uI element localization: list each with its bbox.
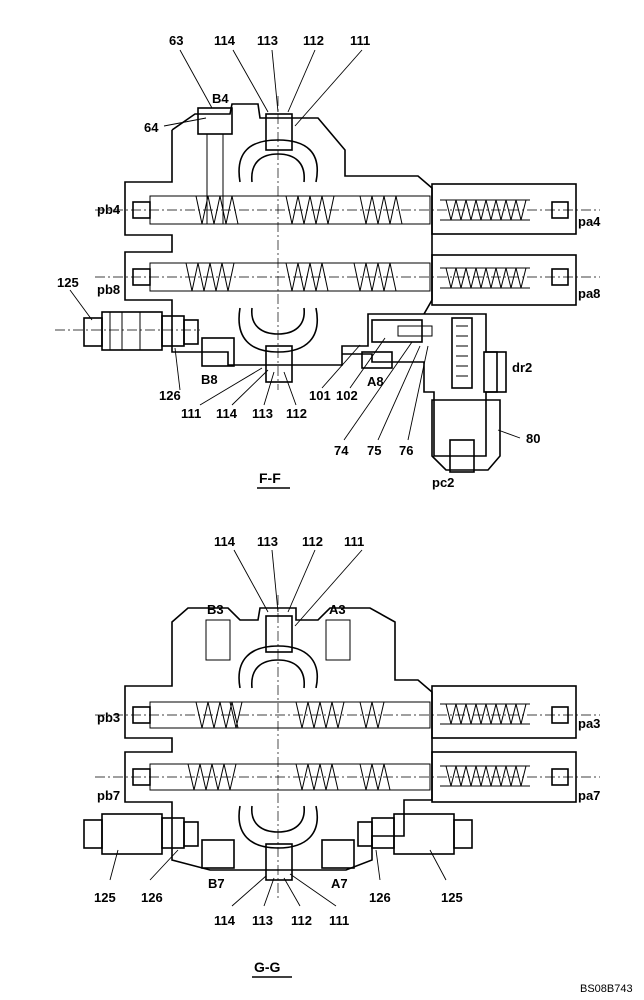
callout-114-bottom: 114 — [216, 406, 238, 421]
port-b8 — [201, 337, 235, 367]
callout-126-left-gg: 126 — [141, 890, 163, 905]
callout-75: 75 — [367, 443, 381, 458]
callout-114-bottom-gg: 114 — [214, 913, 236, 928]
section-f-f: 63 114 113 112 111 B4 64 pb4 pa4 125 pb8… — [55, 33, 601, 490]
port-pb8 — [132, 268, 151, 286]
port-a7 — [321, 839, 355, 869]
callout-111-bottom: 111 — [181, 406, 201, 421]
callout-126: 126 — [159, 388, 181, 403]
section-g-g: 114 113 112 111 B3 A3 pb3 pa3 pb7 pa7 12… — [83, 534, 600, 978]
port-b4 — [197, 107, 233, 135]
callout-114-top: 114 — [214, 33, 236, 48]
check-valve-bottom-ff — [265, 345, 293, 383]
port-pa4 — [551, 201, 569, 219]
valve-body-outline-ff — [124, 130, 498, 457]
callout-113-bottom: 113 — [252, 406, 273, 421]
callout-113-top-gg: 113 — [257, 534, 278, 549]
section-title-g-g: G-G — [254, 959, 281, 975]
callout-125-left-gg: 125 — [94, 890, 116, 905]
check-valve-top-gg — [265, 615, 293, 653]
callout-112-bottom-gg: 112 — [291, 913, 312, 928]
callout-63: 63 — [169, 33, 183, 48]
callout-111-top: 111 — [350, 33, 370, 48]
relief-valve-125-right-gg — [357, 813, 473, 855]
label-pa3: pa3 — [578, 716, 600, 731]
label-pb4: pb4 — [97, 202, 121, 217]
callout-111-top-gg: 111 — [344, 534, 364, 549]
port-pa8 — [551, 268, 569, 286]
label-b3: B3 — [207, 602, 224, 617]
label-b8: B8 — [201, 372, 218, 387]
callout-80: 80 — [526, 431, 540, 446]
port-a3 — [325, 619, 351, 661]
port-pb4 — [132, 201, 151, 219]
callout-111-bottom-gg: 111 — [329, 913, 349, 928]
callout-101: 101 — [309, 388, 331, 403]
spring-cap-pa8 — [431, 254, 577, 306]
label-b7: B7 — [208, 876, 225, 891]
port-pa7 — [551, 768, 569, 786]
relief-valve-125-left-gg — [83, 813, 199, 855]
callout-125: 125 — [57, 275, 79, 290]
label-pb8: pb8 — [97, 282, 120, 297]
port-pc2 — [449, 439, 475, 473]
label-a8: A8 — [367, 374, 384, 389]
callout-113-bottom-gg: 113 — [252, 913, 273, 928]
label-pa4: pa4 — [578, 214, 601, 229]
callout-112-top-gg: 112 — [302, 534, 323, 549]
label-dr2: dr2 — [512, 360, 532, 375]
label-pb3: pb3 — [97, 710, 120, 725]
port-dr2 — [483, 351, 507, 393]
callout-125-right-gg: 125 — [441, 890, 463, 905]
label-a3: A3 — [329, 602, 346, 617]
spring-cap-pa4 — [431, 183, 577, 235]
port-b7 — [201, 839, 235, 869]
pilot-valve-80 — [431, 317, 507, 473]
check-valve-top-ff — [265, 113, 293, 151]
callout-102: 102 — [336, 388, 358, 403]
callout-74: 74 — [334, 443, 349, 458]
port-pa3 — [551, 706, 569, 724]
label-pb7: pb7 — [97, 788, 120, 803]
label-pa8: pa8 — [578, 286, 600, 301]
drawing-code: BS08B743 — [580, 983, 633, 995]
label-a7: A7 — [331, 876, 348, 891]
callout-112-bottom: 112 — [286, 406, 307, 421]
label-pc2: pc2 — [432, 475, 454, 490]
port-b3 — [205, 619, 231, 661]
callout-76: 76 — [399, 443, 413, 458]
port-pb7 — [132, 768, 151, 786]
callout-112-top: 112 — [303, 33, 324, 48]
valve-body-outline-gg — [124, 607, 433, 871]
relief-valve-125-ff — [83, 311, 199, 351]
check-valve-bottom-gg — [265, 843, 293, 881]
section-title-f-f: F-F — [259, 470, 281, 486]
label-pa7: pa7 — [578, 788, 600, 803]
callout-113-top: 113 — [257, 33, 278, 48]
spring-cap-pa3 — [431, 685, 577, 739]
callout-114-top-gg: 114 — [214, 534, 236, 549]
label-b4: B4 — [212, 91, 229, 106]
port-pb3 — [132, 706, 151, 724]
port-a8 — [361, 351, 393, 369]
callout-126-right-gg: 126 — [369, 890, 391, 905]
callout-64: 64 — [144, 120, 159, 135]
